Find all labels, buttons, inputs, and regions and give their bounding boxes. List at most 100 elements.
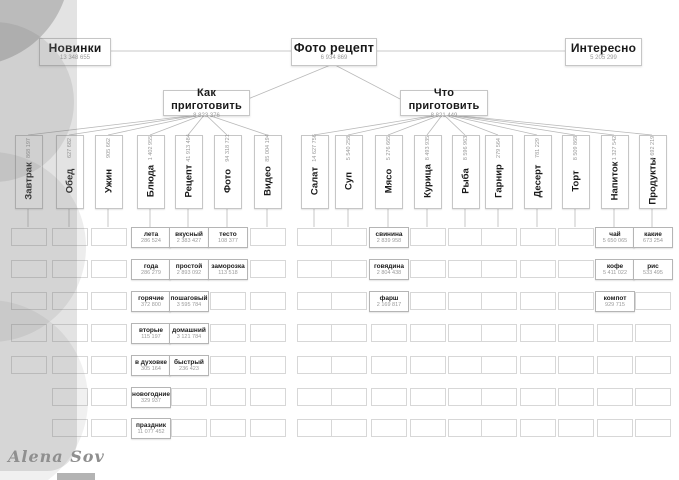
node-how-to-cook: Как приготовить 8 823 376 [163,87,250,119]
empty-cell [448,419,484,437]
empty-cell [481,419,517,437]
empty-cell [371,324,407,342]
node-what-label: Что приготовить [408,86,480,112]
empty-cell [11,228,47,246]
category-count: 41 913 484 [186,133,192,162]
keyword-count: 372 800 [141,302,161,308]
empty-cell [91,419,127,437]
empty-cell [481,388,517,406]
category-label: Обед [64,168,76,193]
category-count: 1 402 955 [148,135,154,160]
category-count: 8 493 935 [425,135,431,160]
empty-cell [91,292,127,310]
empty-cell [410,292,446,310]
keyword-count: 305 164 [141,366,161,372]
category-count: 5 540 258 [346,135,352,160]
keyword-label: праздник [135,422,167,429]
empty-cell [597,356,633,374]
keyword-label: заморозка [211,263,245,270]
keyword-label: рис [647,263,659,270]
empty-cell [448,356,484,374]
keyword-count: 2 383 427 [176,238,202,244]
node-novelties-count: 13 348 655 [59,55,91,61]
keyword-label: фарш [379,295,399,302]
keyword-label: свинина [375,231,403,238]
keyword-label: пошаговый [170,295,208,302]
keyword-label: новогодние [132,391,170,398]
empty-cell [481,356,517,374]
empty-cell [520,260,556,278]
category-label: Торт [570,169,582,192]
category-label: Ужин [103,168,115,193]
empty-cell [448,292,484,310]
category-label: Блюда [145,164,157,197]
category-label: Рыба [460,167,472,194]
empty-cell [52,260,88,278]
empty-cell [250,228,286,246]
keyword-count: 113 518 [218,270,238,276]
category-count: 94 318 721 [225,133,231,162]
empty-cell [410,356,446,374]
empty-cell [410,419,446,437]
node-what-count: 8 821 449 [430,112,458,119]
empty-cell [297,356,333,374]
node-interesting-label: Интересно [570,41,637,55]
empty-cell [297,388,333,406]
node-root-count: 6 934 869 [320,55,348,61]
empty-cell [371,419,407,437]
empty-cell [448,260,484,278]
category-node: Блюда 1 402 955 [137,135,165,209]
keyword-label: вторые [138,327,164,334]
empty-cell [11,324,47,342]
keyword-label: в духовке [135,359,167,366]
empty-cell [91,228,127,246]
keyword-label: какие [644,231,662,238]
keyword-label: говядина [374,263,404,270]
empty-cell [91,356,127,374]
empty-cell [210,292,246,310]
node-interesting-count: 5 205 299 [590,55,617,61]
category-count: 4 692 219 [650,135,656,160]
empty-cell [448,324,484,342]
empty-cell [250,324,286,342]
keyword-count: 929 715 [605,302,625,308]
empty-cell [410,228,446,246]
node-root-label: Фото рецепт [293,41,375,55]
empty-cell [250,388,286,406]
keyword-label: года [143,263,159,270]
node-how-count: 8 823 376 [193,112,220,119]
keyword-count: 5 650 065 [602,238,628,244]
empty-cell [331,388,367,406]
keyword-label: быстрый [174,359,204,366]
node-root: Фото рецепт 6 934 869 [291,38,377,66]
category-count: 279 564 [496,137,502,158]
node-novelties: Новинки 13 348 655 [39,38,111,66]
node-what-to-cook: Что приготовить 8 821 449 [400,86,488,119]
keyword-label: компот [603,295,627,302]
empty-cell [558,356,594,374]
empty-cell [448,228,484,246]
category-label: Курица [422,163,434,198]
category-label: Рецепт [183,164,195,198]
empty-cell [250,260,286,278]
